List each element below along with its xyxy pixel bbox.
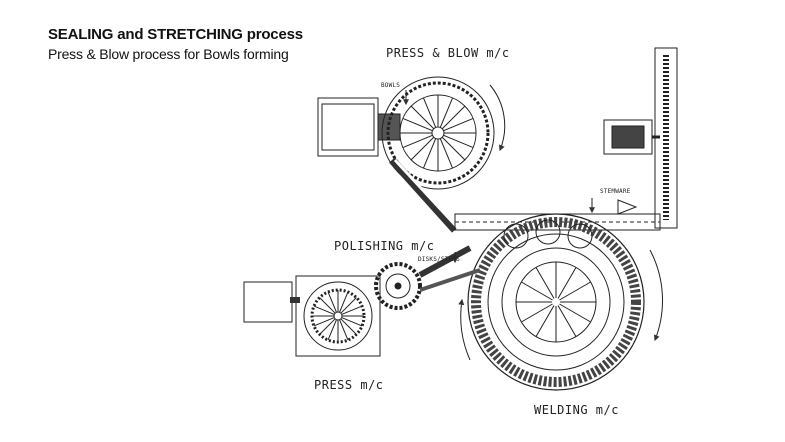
spoke-line	[535, 305, 555, 337]
label-stemware: STEMWARE	[600, 188, 631, 195]
label-disks-stems: DISKS/STEMS	[418, 256, 460, 263]
spoke-line	[313, 317, 335, 327]
spoke-line	[313, 305, 335, 315]
press-spokes	[312, 290, 364, 342]
spoke-line	[422, 97, 437, 128]
spoke-line	[402, 134, 433, 149]
spoke-line	[443, 134, 474, 149]
spoke-line	[521, 281, 553, 301]
spoke-line	[339, 319, 349, 341]
spoke-line	[402, 117, 433, 132]
page-title: SEALING and STRETCHING process	[48, 26, 303, 43]
press-blow-machine	[317, 76, 506, 233]
spoke-line	[441, 105, 466, 130]
spoke-line	[319, 318, 336, 335]
spoke-line	[439, 138, 454, 169]
polishing-machine	[374, 245, 481, 310]
spoke-line	[319, 297, 336, 314]
spoke-line	[535, 267, 555, 299]
spoke-line	[327, 319, 337, 341]
label-press: PRESS m/c	[314, 378, 384, 392]
welding-spokes	[516, 262, 596, 342]
label-bowls: BOWLS	[381, 82, 401, 89]
press-blow-spokes	[400, 95, 476, 171]
spoke-line	[439, 97, 454, 128]
welding-machine	[458, 213, 663, 391]
spoke-line	[557, 267, 577, 299]
spoke-line	[559, 281, 591, 301]
spoke-line	[441, 136, 466, 161]
spoke-line	[339, 291, 349, 313]
label-press-blow: PRESS & BLOW m/c	[386, 46, 510, 60]
spoke-line	[521, 303, 553, 323]
spoke-line	[327, 291, 337, 313]
spoke-line	[557, 305, 577, 337]
spoke-line	[410, 136, 435, 161]
spoke-line	[410, 105, 435, 130]
press-machine	[243, 275, 381, 357]
page-subtitle: Press & Blow process for Bowls forming	[48, 46, 289, 62]
spoke-line	[443, 117, 474, 132]
label-welding: WELDING m/c	[534, 403, 619, 417]
spoke-line	[422, 138, 437, 169]
spoke-line	[340, 297, 357, 314]
spoke-line	[341, 317, 363, 327]
label-polishing: POLISHING m/c	[334, 239, 435, 253]
spoke-line	[340, 318, 357, 335]
spoke-line	[559, 303, 591, 323]
spoke-line	[341, 305, 363, 315]
